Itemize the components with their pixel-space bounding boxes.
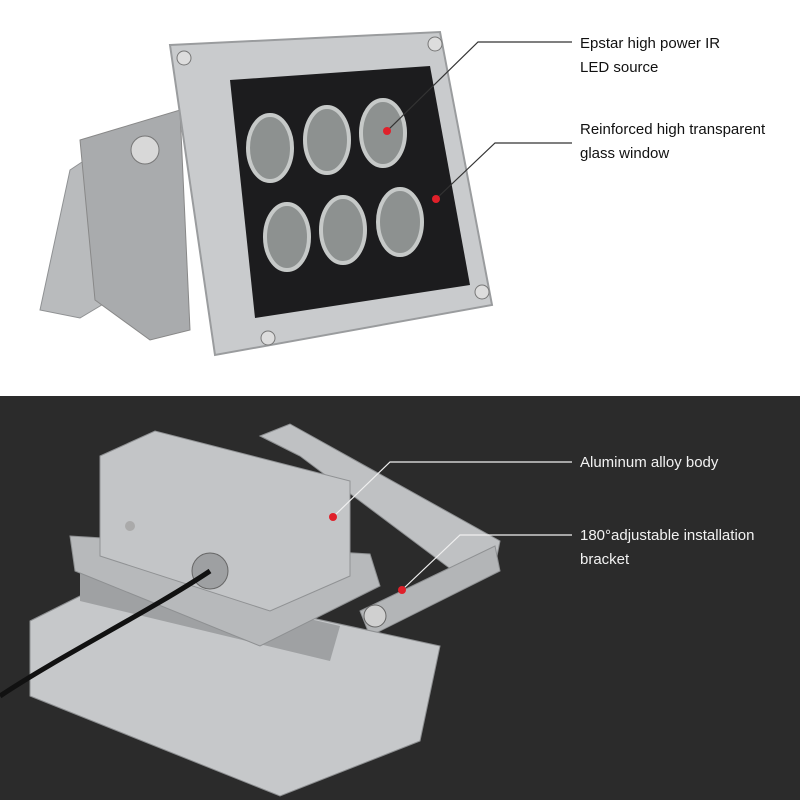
- callout-text: Reinforced high transparent: [580, 121, 766, 138]
- callout-marker: [383, 127, 391, 135]
- callout-marker: [329, 513, 337, 521]
- callout-led-source: Epstar high power IR LED source: [580, 32, 720, 80]
- callout-text: glass window: [580, 145, 670, 162]
- callout-text: Aluminum alloy body: [580, 454, 719, 471]
- product-photo-back: Aluminum alloy body 180°adjustable insta…: [0, 396, 800, 800]
- callout-text: Epstar high power IR: [580, 35, 721, 52]
- product-photo-front: Epstar high power IR LED source Reinforc…: [0, 0, 800, 396]
- callout-marker: [398, 586, 406, 594]
- callout-aluminum-body: Aluminum alloy body: [580, 451, 718, 475]
- ir-illuminator-back-illustration: [0, 423, 572, 797]
- callout-glass-window: Reinforced high transparent glass window: [580, 118, 765, 166]
- callout-marker: [432, 195, 440, 203]
- callout-text: 180°adjustable installation: [580, 527, 755, 544]
- callout-text: bracket: [580, 551, 630, 568]
- callout-bracket: 180°adjustable installation bracket: [580, 524, 754, 572]
- ir-illuminator-front-illustration: [39, 30, 572, 357]
- callout-text: LED source: [580, 59, 659, 76]
